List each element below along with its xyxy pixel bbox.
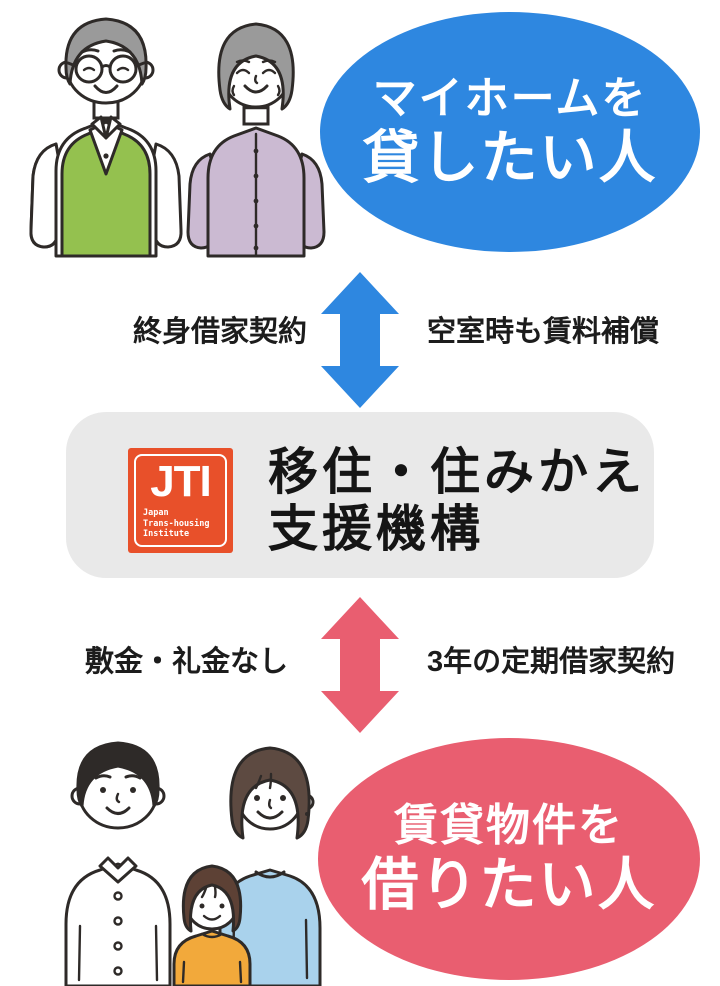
three-year-fixed-lease-label: 3年の定期借家契約: [427, 646, 676, 678]
renter-bubble: 賃貸物件を 借りたい人: [318, 738, 700, 980]
jti-logo: JTI Japan Trans-housing Institute: [128, 448, 233, 553]
organization-name-line2: 支援機構: [268, 501, 484, 557]
two-way-arrow-bottom-icon: [321, 597, 399, 733]
organization-name-line1: 移住・住みかえ: [268, 444, 646, 500]
lender-bubble-line1: マイホームを: [372, 74, 648, 123]
renter-bubble-line1: 賃貸物件を: [394, 801, 624, 850]
two-way-arrow-top-icon: [321, 272, 399, 408]
renter-bubble-line2: 借りたい人: [361, 853, 657, 917]
jti-logo-border: JTI Japan Trans-housing Institute: [134, 454, 227, 547]
lender-bubble: マイホームを 貸したい人: [320, 12, 700, 252]
lender-bubble-line2: 貸したい人: [362, 126, 658, 190]
jti-organization-box: JTI Japan Trans-housing Institute 移住・住みか…: [66, 412, 654, 578]
jti-logo-acronym: JTI: [150, 457, 212, 506]
vacancy-rent-guarantee-label: 空室時も賃料補償: [427, 316, 660, 348]
organization-name: 移住・住みかえ 支援機構: [268, 444, 646, 558]
jti-logo-subtext: Japan Trans-housing Institute: [143, 508, 210, 539]
elderly-couple-illustration: [29, 17, 326, 258]
lifetime-lease-label: 終身借家契約: [132, 316, 307, 348]
family-illustration: [64, 741, 322, 986]
no-deposit-key-money-label: 敷金・礼金なし: [84, 646, 288, 678]
